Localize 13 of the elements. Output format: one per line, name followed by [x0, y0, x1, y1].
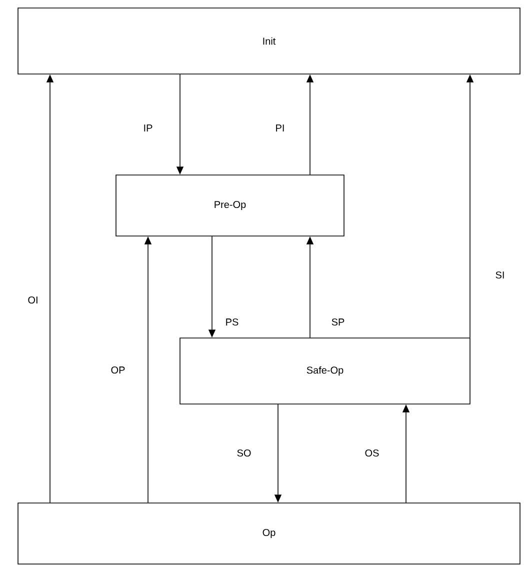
edge-label: OI: [28, 296, 38, 304]
state-box: Safe-Op: [180, 338, 470, 404]
edge-label: OS: [365, 449, 379, 457]
state-box: Op: [18, 502, 520, 564]
edge-label: IP: [144, 124, 152, 132]
edge-label: SO: [237, 449, 251, 457]
edge-label: SI: [496, 271, 504, 279]
edge-label: PI: [276, 124, 284, 132]
edge-label: PS: [226, 318, 238, 326]
state-box: Pre-Op: [116, 174, 344, 236]
edge-label: SP: [332, 318, 344, 326]
edge-label: OP: [111, 366, 125, 374]
state-box: Init: [18, 8, 520, 74]
